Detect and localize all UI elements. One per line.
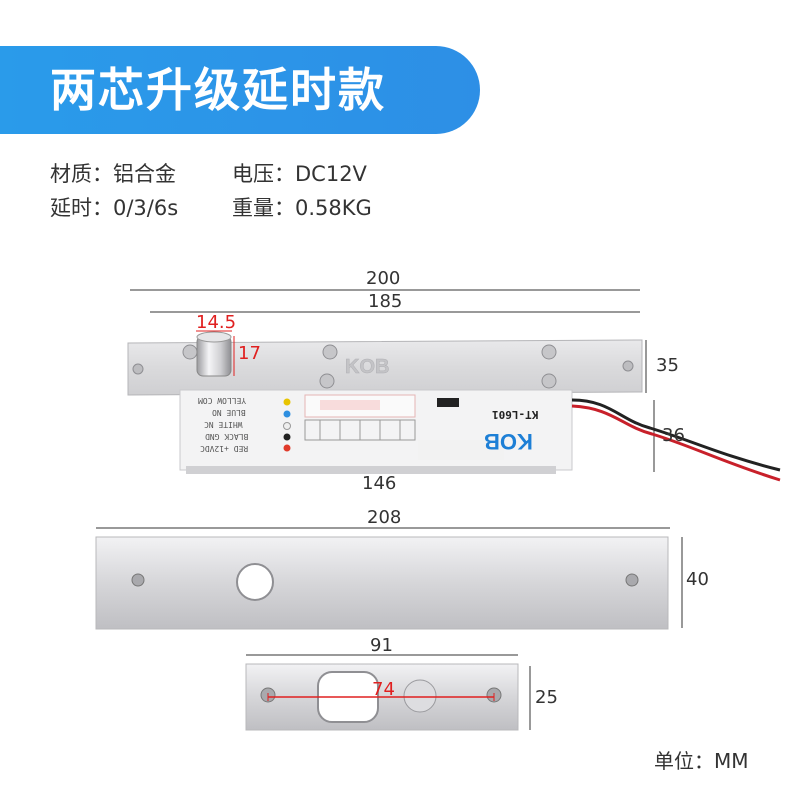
pin-dimension <box>196 330 235 376</box>
spec-weight: 重量：0.58KG <box>232 196 372 220</box>
dim-mount-width: 40 <box>686 569 709 590</box>
dim-plate-height: 35 <box>656 355 679 376</box>
unit-note: 单位：MM <box>654 749 749 773</box>
wire-label-black: BLACK GND <box>205 432 249 441</box>
dim-pin-diameter: 14.5 <box>196 312 237 333</box>
strike-plate <box>245 663 519 731</box>
dim-plate-length: 185 <box>368 291 403 312</box>
dim-total-length: 200 <box>366 268 401 289</box>
wires <box>571 398 781 482</box>
embossed-logo: KOB <box>345 356 389 378</box>
dim-strike-width: 25 <box>535 687 558 708</box>
dim-body-height: 36 <box>662 425 685 446</box>
dimension-lines <box>96 289 683 730</box>
mounting-plate <box>95 536 669 630</box>
spec-voltage: 电压：DC12V <box>232 162 367 186</box>
wire-label-red: RED +12VDC <box>200 444 249 453</box>
body-label <box>283 394 504 460</box>
wire-label-yellow: YELLOW COM <box>198 396 247 405</box>
page-title: 两芯升级延时款 <box>50 63 386 117</box>
brand-logo: KOB <box>484 429 533 454</box>
dim-strike-length: 91 <box>370 635 393 656</box>
spec-delay: 延时：0/3/6s <box>50 196 179 220</box>
dim-mount-length: 208 <box>367 507 402 528</box>
dim-pin-height: 17 <box>238 343 261 364</box>
wire-label-blue: BLUE NO <box>212 408 246 417</box>
model-label: KT-L601 <box>492 408 539 421</box>
spec-material: 材质：铝合金 <box>50 162 176 186</box>
lock-body: KOB <box>127 331 643 474</box>
wire-label-white: WHITE NC <box>204 420 243 429</box>
title-banner: 两芯升级延时款 <box>0 46 480 134</box>
dim-body-length: 146 <box>362 473 397 494</box>
dim-hole-spacing: 74 <box>372 679 395 700</box>
